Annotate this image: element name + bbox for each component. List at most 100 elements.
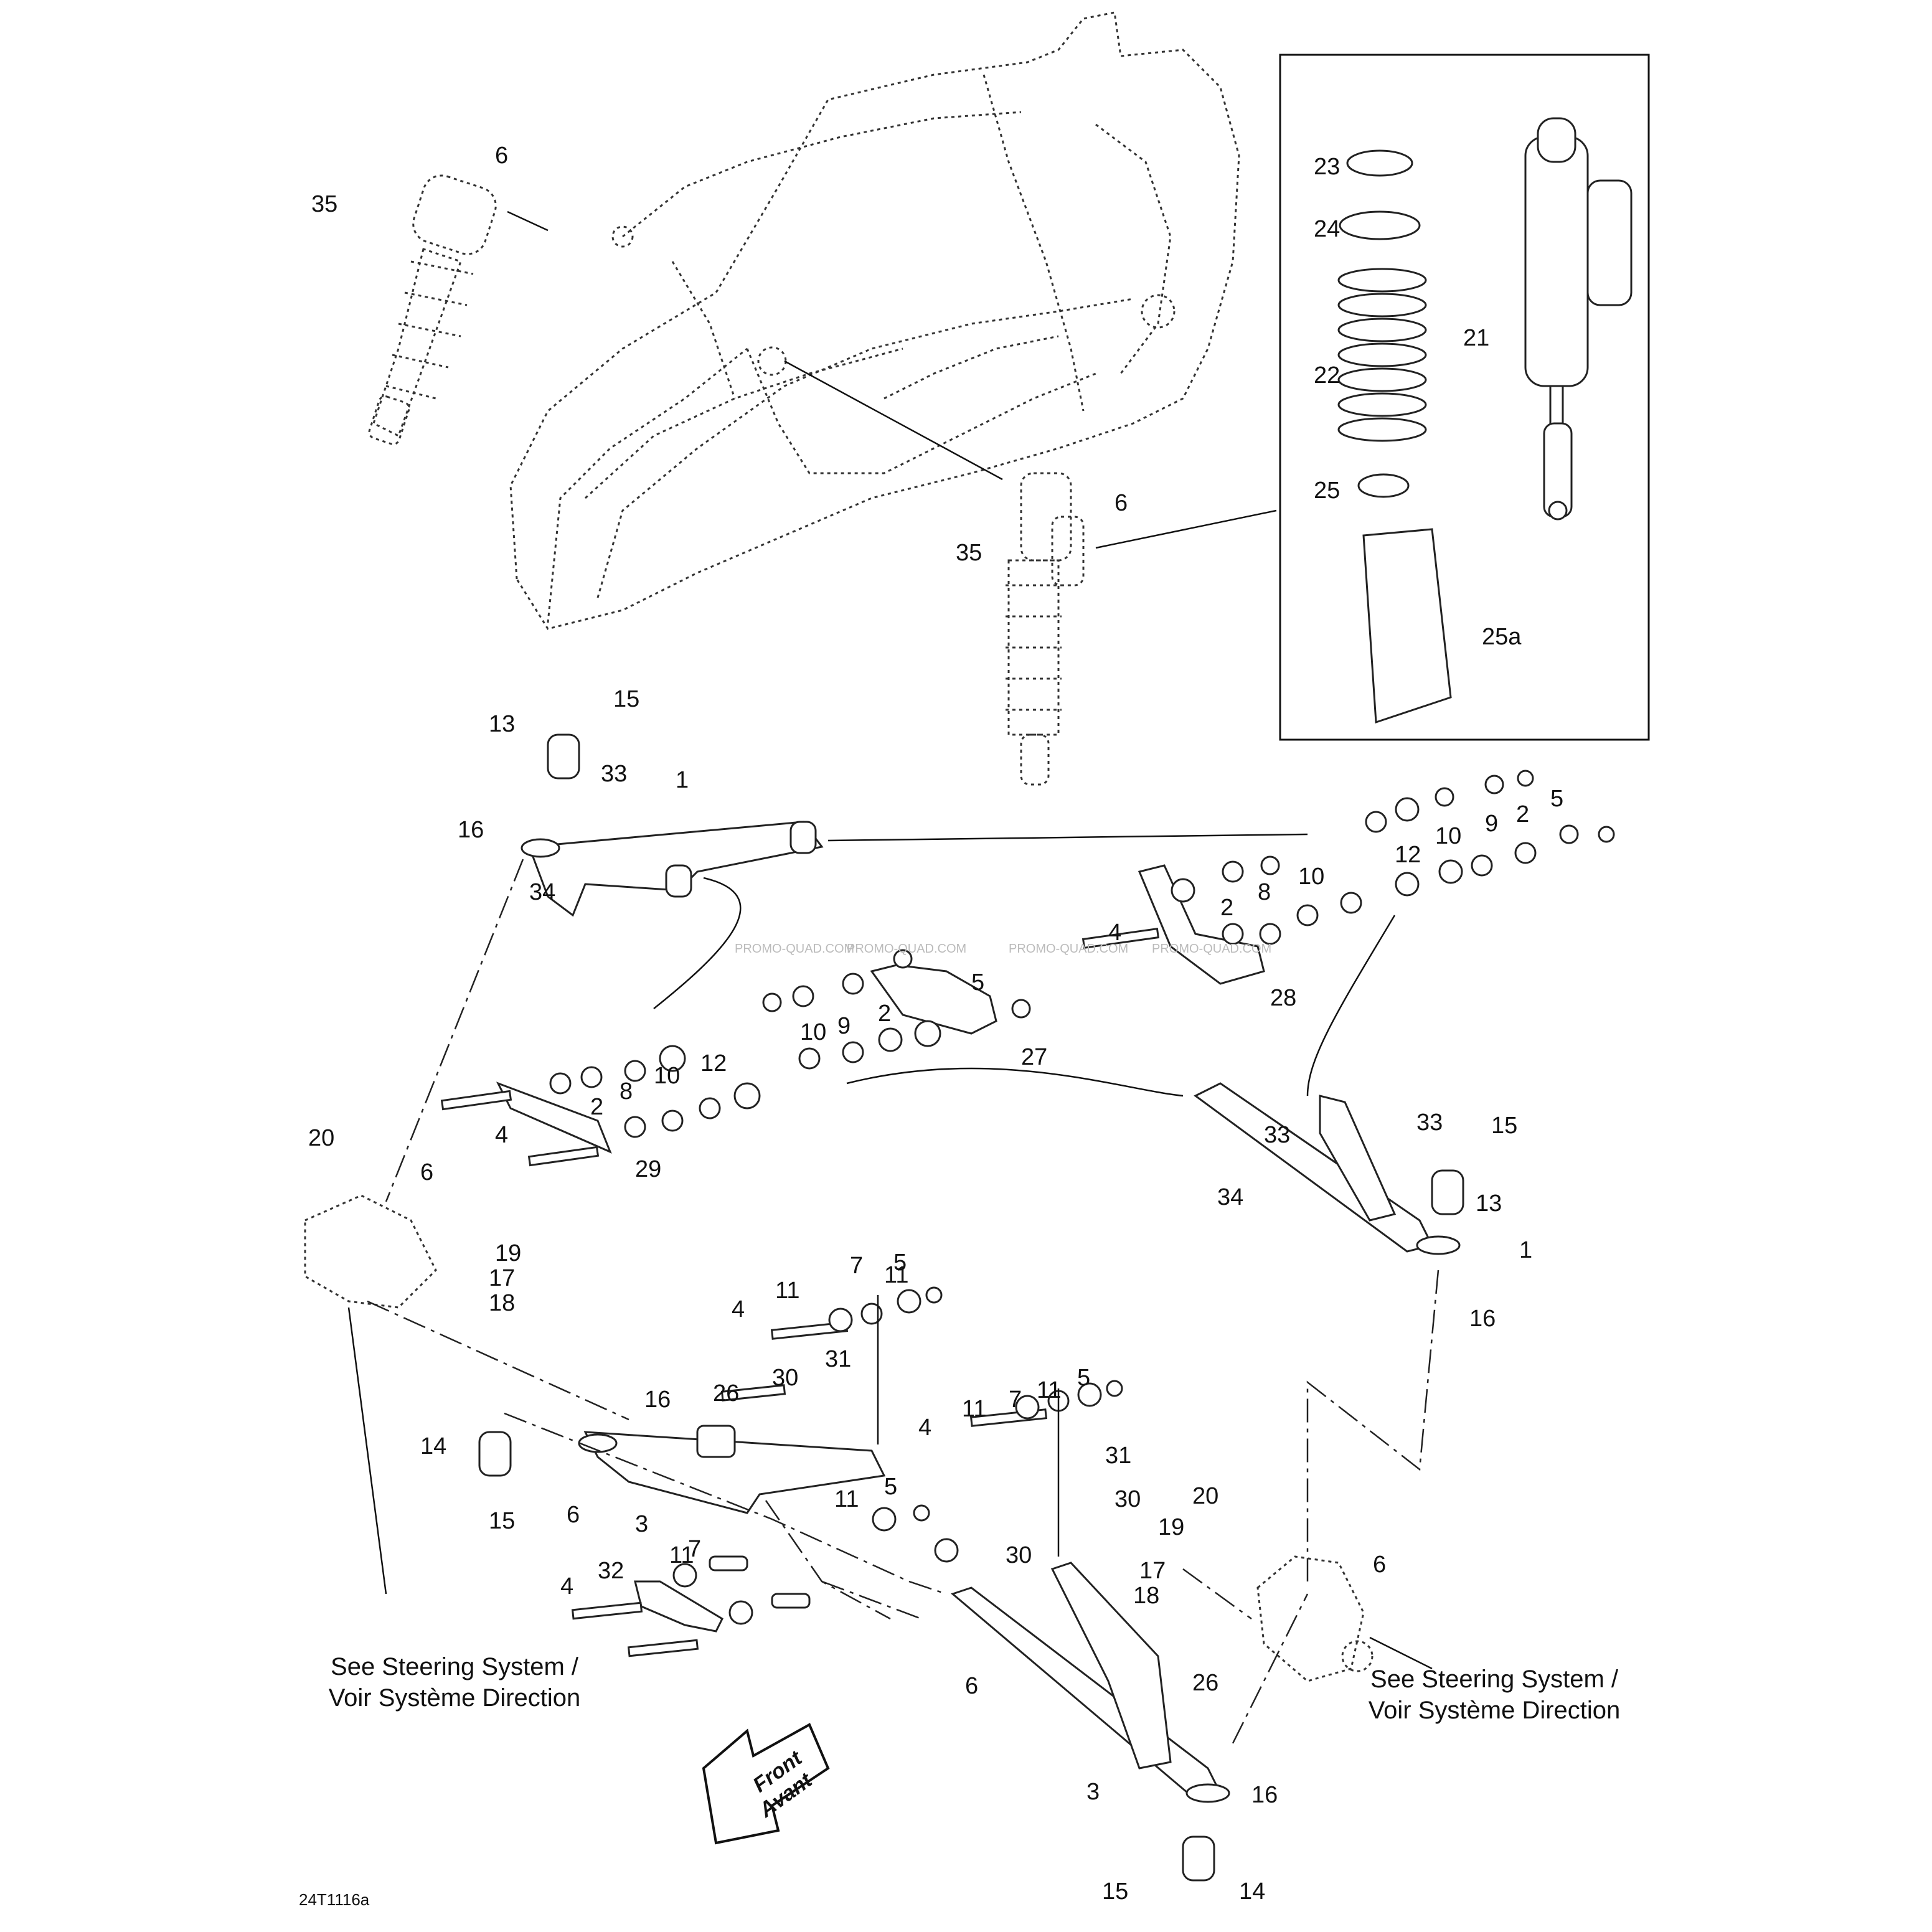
see-steering-caption-left: See Steering System / Voir Système Direc… xyxy=(329,1653,581,1712)
callout-c5_r1: 5 xyxy=(1550,786,1563,812)
callout-c10_m1: 10 xyxy=(800,1019,826,1045)
callout-c2_r2: 2 xyxy=(1220,895,1233,921)
callout-c2_r1: 2 xyxy=(1516,801,1529,827)
shock-absorber-mid xyxy=(1006,472,1085,786)
callout-c30_b: 30 xyxy=(1114,1486,1141,1512)
callout-c11_a: 11 xyxy=(775,1278,799,1304)
callout-c6_b: 6 xyxy=(567,1502,580,1528)
callout-c11_d: 11 xyxy=(962,1396,986,1422)
callout-c33_c: 33 xyxy=(1416,1110,1443,1136)
callout-c27: 27 xyxy=(1021,1044,1047,1070)
callout-c35_mid: 35 xyxy=(956,540,982,566)
callout-c10_m2: 10 xyxy=(654,1063,680,1089)
diagram-text: Voir Système Direction xyxy=(329,1684,581,1712)
upper-a-arm-right xyxy=(1194,1082,1464,1255)
callout-c1_b: 1 xyxy=(1519,1237,1532,1263)
callout-c22: 22 xyxy=(1314,362,1340,389)
diagram-text: PROMO-QUAD.COM xyxy=(1152,942,1271,956)
callout-c32: 32 xyxy=(598,1558,624,1584)
callout-c17_r: 17 xyxy=(1139,1558,1166,1584)
image-code: 24T1116a xyxy=(299,1890,370,1909)
lower-a-arm-right xyxy=(950,1562,1230,1882)
diagram-text: See Steering System / xyxy=(331,1653,579,1680)
callout-c24: 24 xyxy=(1314,216,1340,242)
callout-c15_c: 15 xyxy=(489,1508,515,1534)
see-steering-caption-right: See Steering System / Voir Système Direc… xyxy=(1369,1666,1621,1724)
callout-c6_l: 6 xyxy=(420,1159,433,1185)
diagram-text: PROMO-QUAD.COM xyxy=(847,942,966,956)
callout-c18_l: 18 xyxy=(489,1290,515,1316)
part-14-ball-joint xyxy=(478,1431,512,1477)
callout-c19_r: 19 xyxy=(1158,1514,1184,1540)
callout-c26_a: 26 xyxy=(713,1380,739,1407)
callout-c34_b: 34 xyxy=(1217,1184,1243,1210)
callout-c4_m2: 4 xyxy=(495,1122,508,1148)
callout-c21: 21 xyxy=(1463,325,1489,351)
part-14-ball-joint-right xyxy=(1182,1835,1215,1882)
callout-c20_l: 20 xyxy=(308,1125,334,1151)
part-25a-boot xyxy=(1362,528,1452,724)
link-plate-32 xyxy=(634,1580,723,1633)
callout-c25a: 25a xyxy=(1482,624,1522,650)
hardware-row-right-lower xyxy=(1081,855,1420,949)
callout-c15_b: 15 xyxy=(1491,1113,1517,1139)
hardware-row-mid-upper xyxy=(762,949,1031,1070)
callout-c33_a: 33 xyxy=(601,761,627,787)
callout-c25: 25 xyxy=(1314,478,1340,504)
link-plate-28 xyxy=(1138,864,1265,985)
callout-c15_d: 15 xyxy=(1102,1878,1128,1905)
callout-labels: 6 35 6 35 23 24 22 21 25 25a 15 13 33 1 … xyxy=(308,143,1563,1905)
callout-c9_m1: 9 xyxy=(837,1013,851,1039)
callout-c5_m1: 5 xyxy=(971,969,984,996)
callout-c16_b: 16 xyxy=(1469,1306,1496,1332)
shock-absorber-upper-left xyxy=(368,174,497,445)
callout-c16_a: 16 xyxy=(458,817,484,843)
part-13-ball-joint xyxy=(547,733,580,780)
callout-c7_c: 7 xyxy=(688,1536,701,1562)
callout-c6_c: 6 xyxy=(965,1673,978,1699)
diagram-text: See Steering System / xyxy=(1370,1666,1619,1693)
dashed-centerlines xyxy=(367,859,1440,1744)
callout-c4_a: 4 xyxy=(732,1296,745,1322)
callout-c7_a: 7 xyxy=(850,1253,863,1279)
part-23-spring-seat xyxy=(1346,149,1413,177)
callout-c10_r1: 10 xyxy=(1435,823,1461,849)
callout-c3_a: 3 xyxy=(635,1511,648,1537)
callout-c2_m1: 2 xyxy=(878,1001,891,1027)
callout-c30_a: 30 xyxy=(772,1365,798,1391)
callout-c6_mid: 6 xyxy=(1114,490,1128,516)
diagram-text: Voir Système Direction xyxy=(1369,1697,1621,1724)
callout-c33_b: 33 xyxy=(1264,1122,1290,1148)
callout-c16_d: 16 xyxy=(1251,1782,1278,1808)
callout-c31_a: 31 xyxy=(825,1346,851,1372)
callout-c12_m2: 12 xyxy=(700,1050,727,1077)
callout-c11_c: 11 xyxy=(834,1486,859,1512)
callout-c34_a: 34 xyxy=(529,879,555,905)
callout-c9_r1: 9 xyxy=(1485,811,1498,837)
callout-c5_c: 5 xyxy=(1077,1365,1090,1391)
hardware-row-right-upper xyxy=(1365,770,1615,884)
part-25-lower-seat xyxy=(1357,473,1410,498)
callout-c17_l: 17 xyxy=(489,1265,515,1291)
callout-c5_a: 5 xyxy=(893,1250,907,1276)
callout-c1_a: 1 xyxy=(676,767,689,793)
callout-c31_b: 31 xyxy=(1105,1443,1131,1469)
callout-c7_b: 7 xyxy=(1009,1387,1022,1413)
vehicle-frame xyxy=(509,11,1240,630)
callout-c15_a: 15 xyxy=(613,686,639,712)
callout-c19_l: 19 xyxy=(495,1240,521,1266)
callout-c11_b: 11 xyxy=(884,1262,908,1288)
part-13-ball-joint-right xyxy=(1431,1169,1464,1215)
callout-c28: 28 xyxy=(1270,985,1296,1011)
callout-c3_b: 3 xyxy=(1086,1779,1100,1805)
diagram-text: PROMO-QUAD.COM xyxy=(1009,942,1128,956)
callout-c8_r2: 8 xyxy=(1258,879,1271,905)
diagram-text: PROMO-QUAD.COM xyxy=(735,942,854,956)
knuckle-right xyxy=(1256,1555,1374,1682)
callout-c11_f: 11 xyxy=(669,1542,694,1568)
callout-c26_b: 26 xyxy=(1192,1670,1218,1696)
part-21-shock xyxy=(1524,117,1633,521)
lower-a-arm-left xyxy=(478,1425,886,1514)
callout-c14_b: 14 xyxy=(1239,1878,1265,1905)
